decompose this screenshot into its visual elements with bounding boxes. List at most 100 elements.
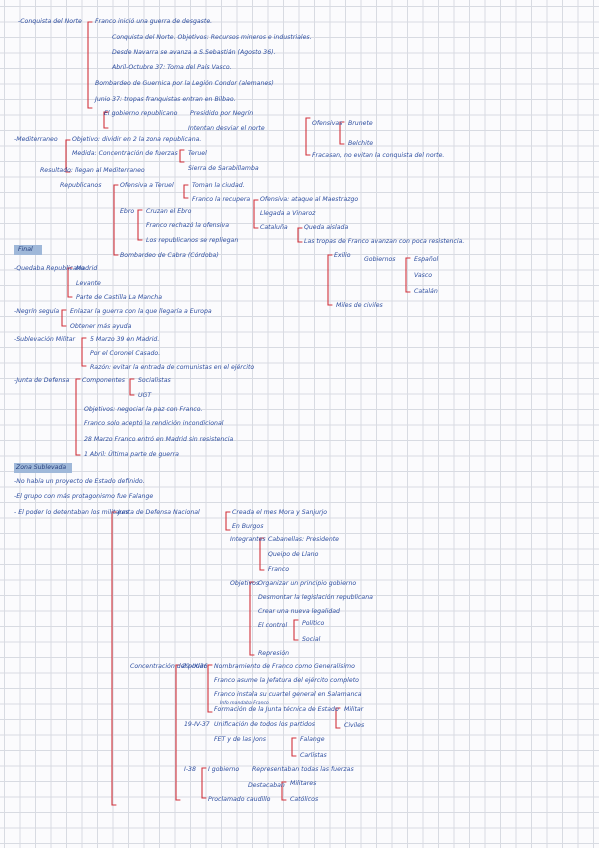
note-info-franco: Info mandaba Franco <box>220 701 269 706</box>
note-razon-evitar: Razón: evitar la entrada de comunistas e… <box>90 364 255 371</box>
note-integrantes: Integrantes <box>230 536 266 543</box>
heading-conquista-norte: -Conquista del Norte <box>18 18 82 25</box>
note-sierra: Sierra de Sarabillamba <box>188 165 259 172</box>
note-primer-gobierno: I gobierno <box>208 766 240 773</box>
note-cataluna: Cataluña <box>260 224 288 231</box>
note-llegada-vinaroz: Llegada a Vinaroz <box>260 210 316 217</box>
note-toman-ciudad: Toman la ciudad. <box>192 182 245 189</box>
note-no-habia: -No había un proyecto de Estado definido… <box>14 478 145 485</box>
heading-final: Final <box>18 246 33 253</box>
note-coronel-casado: Por el Coronel Casado. <box>90 350 161 357</box>
note-franco-rendicion: Franco solo aceptó la rendición incondic… <box>84 420 224 427</box>
note-socialistas: Socialistas <box>138 377 171 384</box>
note-objetivo: Objetivo: dividir en 2 la zona republica… <box>72 136 202 143</box>
note-junio37: Junio 37: tropas franquistas entran en B… <box>95 96 236 103</box>
note-social: Social <box>302 636 321 643</box>
note-cruzan-ebro: Cruzan el Ebro <box>146 208 192 215</box>
note-ebro: Ebro <box>120 208 135 215</box>
note-marzo-madrid: 28 Marzo Franco entró en Madrid sin resi… <box>84 436 234 443</box>
note-enlazar-guerra: Enlazar la guerra con la que llegaría a … <box>70 308 212 315</box>
note-organizar-gobierno: Organizar un principio gobierno <box>258 580 357 587</box>
note-medida: Medida: Concentración de fuerzas <box>72 150 178 157</box>
note-ofensiva-ataque: Ofensiva: ataque al Maestrazgo <box>260 196 359 203</box>
note-madrid: Madrid <box>76 265 98 272</box>
note-objetivos-paz: Objetivos: negociar la paz con Franco. <box>84 406 203 413</box>
note-fracasan: Fracasan, no evitan la conquista del nor… <box>312 152 445 159</box>
note-junta-defensa-nacional: Junta de Defensa Nacional <box>118 509 200 516</box>
note-marzo39: 5 Marzo 39 en Madrid. <box>90 336 160 343</box>
note-carlistas: Carlistas <box>300 752 327 759</box>
note-franco-inicio: Franco inició una guerra de desgaste. <box>95 18 213 25</box>
note-grupo-falange: -El grupo con más protagonismo fue Falan… <box>14 493 154 500</box>
note-franco-instala: Franco instala su cuartel general en Sal… <box>214 691 362 698</box>
note-parte-castilla: Parte de Castilla La Mancha <box>76 294 163 301</box>
note-poder-militares: - El poder lo detentaban los militares <box>14 509 129 516</box>
note-objetivos: Objetivos <box>230 580 260 587</box>
note-creada: Creada el mes Mora y Sanjurjo <box>232 509 328 516</box>
note-desmontar: Desmontar la legislación republicana <box>258 594 373 601</box>
note-republicanos: Republicanos <box>60 182 102 189</box>
note-gobierno-republicano: El gobierno republicano <box>104 110 178 117</box>
note-cabanellas: Cabanellas: Presidente <box>268 536 339 543</box>
note-miles-civiles: Miles de civiles <box>336 302 383 309</box>
note-tropas-franco: Las tropas de Franco avanzan con poca re… <box>304 238 465 245</box>
note-franco: Franco <box>268 566 290 573</box>
note-fecha-29: 29-IX-36 <box>182 663 208 670</box>
note-fet: FET y de las Jons <box>214 736 267 743</box>
note-militar: Militar <box>344 706 364 713</box>
note-franco-rechaza: Franco rechazó la ofensiva <box>146 222 230 229</box>
note-espanol: Español <box>414 256 439 263</box>
note-catalan: Catalán <box>414 288 438 295</box>
note-republicanos-repliegan: Los republicanos se repliegan <box>146 237 239 244</box>
note-obtener-ayuda: Obtener más ayuda <box>70 323 132 330</box>
note-teruel: Teruel <box>188 150 207 157</box>
note-destacaban: Destacaban <box>248 782 285 789</box>
note-representaban: Representaban todas las fuerzas <box>252 766 354 773</box>
heading-mediterraneo: -Mediterraneo <box>14 136 58 143</box>
note-burgos: En Burgos <box>232 523 264 530</box>
note-junta-defensa: -Junta de Defensa <box>14 377 70 384</box>
note-falange: Falange <box>300 736 325 743</box>
note-crear-legalidad: Crear una nueva legalidad <box>258 608 340 615</box>
note-nombramiento: Nombramiento de Franco como Generalísimo <box>214 663 355 670</box>
note-quedaba-republicano: -Quedaba Republicano <box>14 265 85 272</box>
note-queda-aislada: Queda aislada <box>304 224 349 231</box>
note-queipo: Queipo de Llano <box>268 551 319 558</box>
final-highlight <box>14 245 42 255</box>
note-represion: Represión <box>258 650 290 657</box>
note-brunete: Brunete <box>348 120 373 127</box>
note-fecha-i38: I-38 <box>184 766 196 773</box>
note-resultado: Resultado: llegan al Mediterraneo <box>40 167 145 174</box>
note-militares: Militares <box>290 780 317 787</box>
note-franco-asume: Franco asume la Jefatura del ejército co… <box>214 677 359 684</box>
note-concentracion: Concentración del poder <box>130 663 207 670</box>
note-conquista-objetivos: Conquista del Norte. Objetivos: Recursos… <box>112 34 312 41</box>
note-bombardeo-guernica: Bombardeo de Guernica por la Legión Cond… <box>95 80 274 87</box>
note-formacion: Formación de la Junta técnica de Estado <box>214 706 339 713</box>
note-exilio: Exilio <box>334 252 351 259</box>
note-franco-recupera: Franco la recupera <box>192 196 251 203</box>
note-intentan-norte: Intentan desviar el norte <box>188 125 265 132</box>
note-politico: Político <box>302 620 325 627</box>
sublevada-highlight <box>14 463 72 473</box>
note-abril-octubre: Abril-Octubre 37: Toma del País Vasco. <box>112 64 232 71</box>
note-belchite: Belchite <box>348 140 374 147</box>
note-el-control: El control <box>258 622 288 629</box>
note-ofensiva-teruel: Ofensiva a Teruel <box>120 182 174 189</box>
note-abril-ultima: 1 Abril: Última parte de guerra <box>84 451 179 458</box>
note-proclamado: Proclamado caudillo <box>208 796 271 803</box>
note-componentes: Componentes <box>82 377 125 384</box>
note-civiles: Civiles <box>344 722 365 729</box>
heading-zona-sublevada: Zona Sublevada <box>16 464 67 471</box>
note-presidido-negrin: Presidido por Negrín <box>190 110 254 117</box>
note-vasco: Vasco <box>414 272 433 279</box>
note-unificacion: Unificación de todos los partidos <box>214 721 316 728</box>
note-ofensivas: Ofensivas <box>312 120 343 127</box>
note-catolicos: Católicos <box>290 796 319 803</box>
note-levante: Levante <box>76 280 101 287</box>
note-gobiernos: Gobiernos <box>364 256 396 263</box>
note-ugt: UGT <box>138 392 152 399</box>
note-bombardeo-cabra: Bombardeo de Cabra (Córdoba) <box>120 252 219 259</box>
note-sublevacion: -Sublevación Militar <box>14 336 76 343</box>
